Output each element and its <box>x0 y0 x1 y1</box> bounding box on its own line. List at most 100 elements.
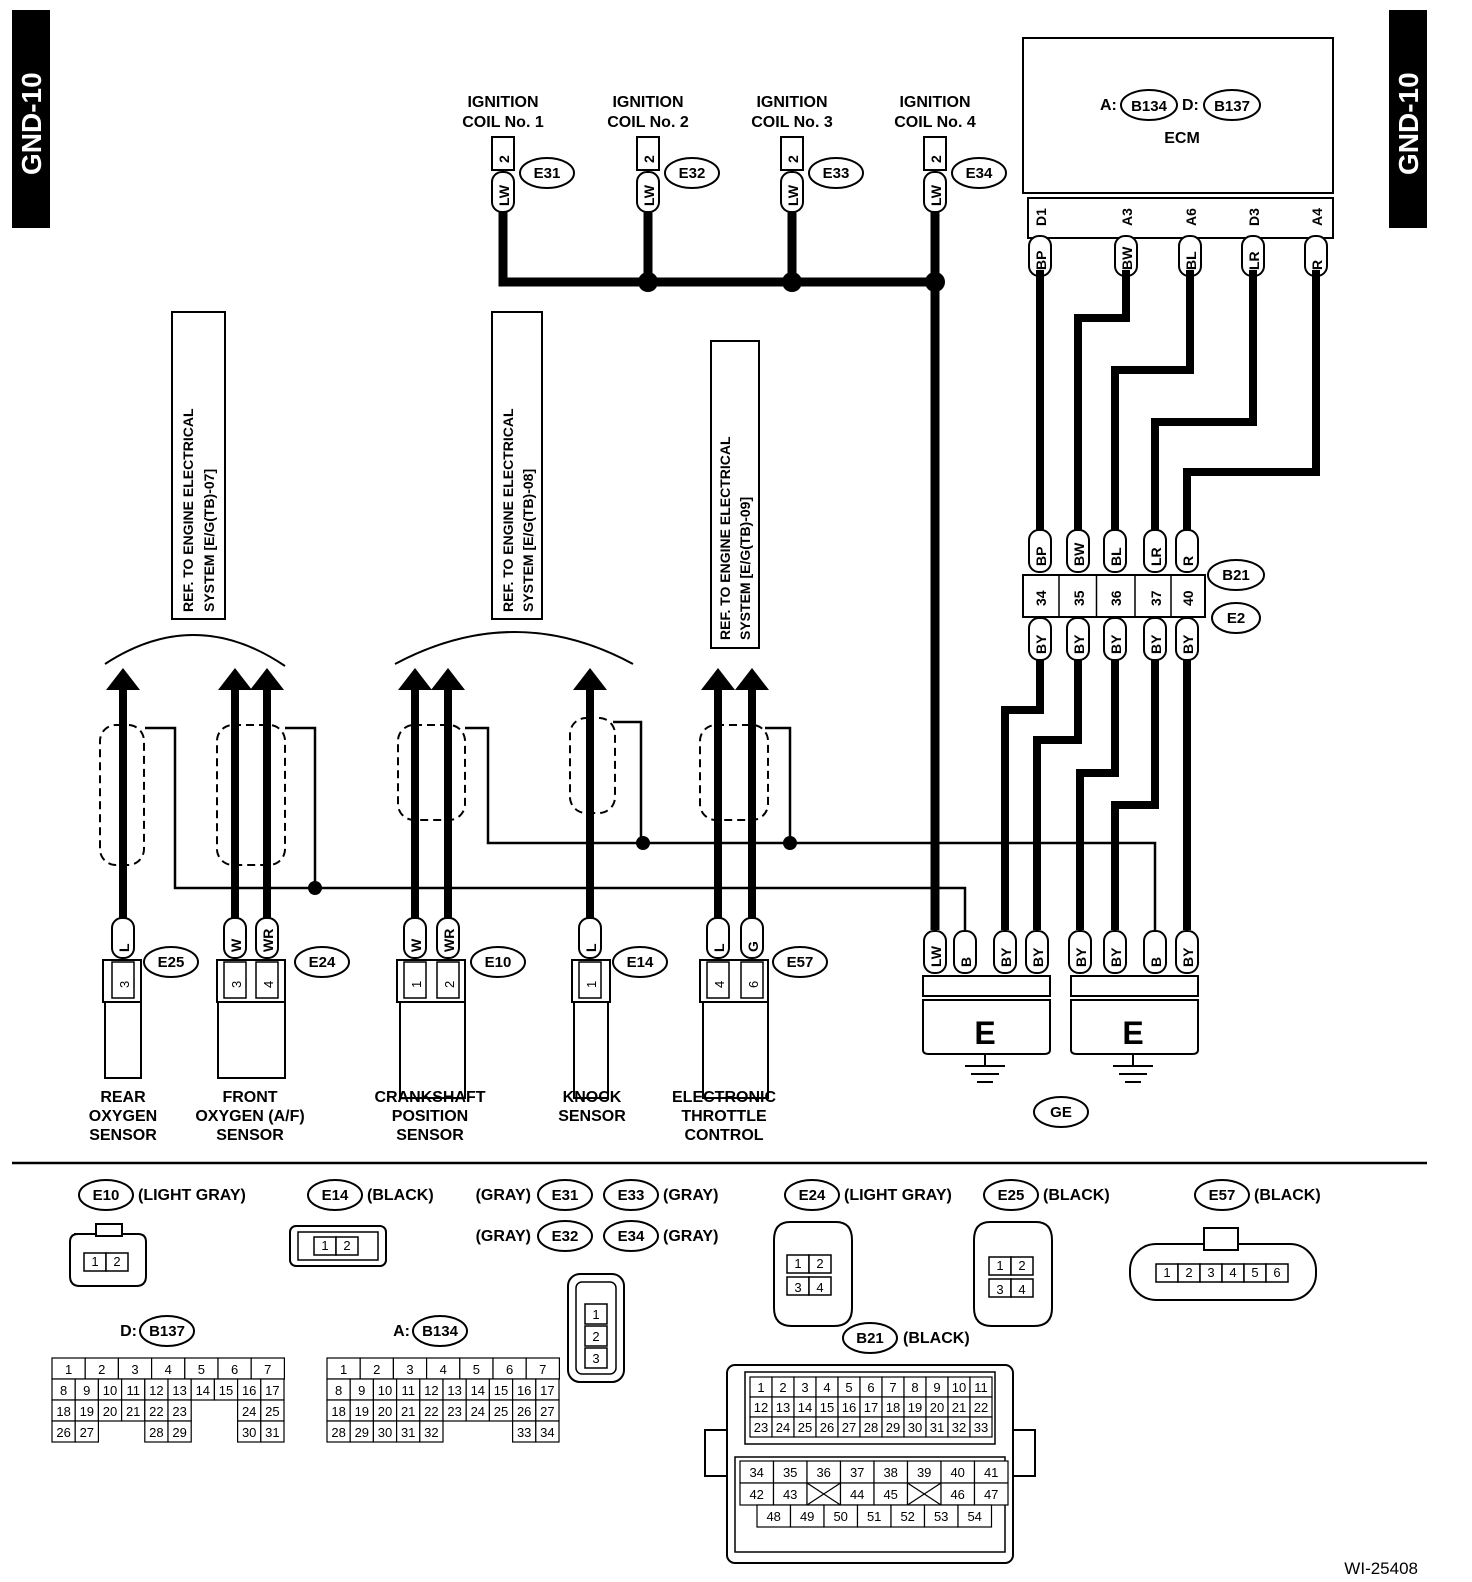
legend-e10-color: (LIGHT GRAY) <box>138 1187 246 1204</box>
pin-cell: 18 <box>331 1404 345 1419</box>
legend-e34-color: (GRAY) <box>663 1228 718 1245</box>
pin-cell: 16 <box>242 1383 256 1398</box>
pin-cell: 2 <box>343 1238 350 1253</box>
pin-cell: 6 <box>231 1362 238 1377</box>
svg-text:COIL No. 2: COIL No. 2 <box>607 114 689 131</box>
legend-e32-color: (GRAY) <box>476 1228 531 1245</box>
pin-cell: 2 <box>1018 1258 1025 1273</box>
ref-box-2: REF. TO ENGINE ELECTRICAL SYSTEM [E/G(TB… <box>491 311 543 620</box>
pin-cell: 24 <box>242 1404 256 1419</box>
junction-top-color: LR <box>1148 547 1164 566</box>
coil-pin: 2 <box>785 155 801 163</box>
pin-cell: 15 <box>219 1383 233 1398</box>
pin-cell: 2 <box>98 1362 105 1377</box>
pin-cell: 48 <box>766 1509 780 1524</box>
pin-cell: 21 <box>401 1404 415 1419</box>
coil-connector: E31 <box>534 165 561 182</box>
pin-cell: 9 <box>83 1383 90 1398</box>
pin-cell: 5 <box>473 1362 480 1377</box>
pin-cell: 1 <box>592 1307 599 1322</box>
ecm-wire-color: BP <box>1033 251 1049 270</box>
pin-cell: 6 <box>867 1380 874 1395</box>
sensor-wire-color: L <box>583 943 599 952</box>
pin-cell: 1 <box>65 1362 72 1377</box>
pin-cell: 11 <box>126 1383 140 1398</box>
ground-wire-color: LW <box>928 945 944 967</box>
svg-text:GND-10: GND-10 <box>16 72 47 175</box>
pin-cell: 35 <box>783 1465 797 1480</box>
pin-cell: 12 <box>424 1383 438 1398</box>
pin-cell: 3 <box>406 1362 413 1377</box>
pin-cell: 26 <box>820 1420 834 1435</box>
pin-cell: 4 <box>165 1362 172 1377</box>
pin-cell: 14 <box>798 1400 812 1415</box>
junction-pin: 34 <box>1033 590 1049 606</box>
pin-cell: 28 <box>149 1425 163 1440</box>
sensor-wire-color: WR <box>441 929 457 952</box>
ground-tag: GE <box>1050 1104 1072 1121</box>
pin-cell: 27 <box>540 1404 554 1419</box>
svg-text:REF. TO ENGINE ELECTRICAL: REF. TO ENGINE ELECTRICAL <box>180 408 196 612</box>
ecm-label: ECM <box>1164 130 1200 147</box>
junction-pin: 36 <box>1108 590 1124 606</box>
pin-cell: 4 <box>1229 1265 1236 1280</box>
sensor-name: POSITION <box>392 1108 468 1125</box>
pin-cell: 1 <box>996 1258 1003 1273</box>
legend-e31: E31 <box>552 1187 579 1204</box>
coil-connector: E33 <box>823 165 850 182</box>
pin-cell: 16 <box>842 1400 856 1415</box>
svg-text:COIL No. 4: COIL No. 4 <box>894 114 976 131</box>
pin-cell: 44 <box>850 1487 864 1502</box>
pin-cell: 2 <box>1185 1265 1192 1280</box>
pin-cell: 13 <box>172 1383 186 1398</box>
coil-pin: 2 <box>928 155 944 163</box>
pin-cell: 39 <box>917 1465 931 1480</box>
svg-text:SYSTEM [E/G(TB)-09]: SYSTEM [E/G(TB)-09] <box>737 497 753 640</box>
pin-cell: 40 <box>950 1465 964 1480</box>
sensor-name: REAR <box>100 1089 146 1106</box>
legend-e25: E25 <box>998 1187 1025 1204</box>
pin-cell: 46 <box>950 1487 964 1502</box>
pin-cell: 4 <box>1018 1282 1025 1297</box>
pin-cell: 8 <box>60 1383 67 1398</box>
pin-cell: 19 <box>355 1404 369 1419</box>
junction-conn-e2: E2 <box>1227 610 1245 627</box>
ecm-conn-a-prefix: A: <box>1100 97 1117 114</box>
legend-e14: E14 <box>322 1187 349 1204</box>
pin-cell: 13 <box>447 1383 461 1398</box>
junction-bottom-color: BY <box>1108 634 1124 654</box>
ecm-terminal: A3 <box>1119 208 1135 226</box>
pin-cell: 43 <box>783 1487 797 1502</box>
pin-cell: 3 <box>592 1351 599 1366</box>
pin-cell: 24 <box>776 1420 790 1435</box>
sensor-name: CRANKSHAFT <box>374 1089 485 1106</box>
svg-text:SYSTEM [E/G(TB)-08]: SYSTEM [E/G(TB)-08] <box>520 469 536 612</box>
sensor-pin: 4 <box>712 981 727 988</box>
sensor-name: SENSOR <box>216 1127 284 1144</box>
legend-grid-id: B137 <box>149 1323 185 1340</box>
pin-cell: 1 <box>757 1380 764 1395</box>
coil-connector: E32 <box>679 165 706 182</box>
pin-cell: 12 <box>149 1383 163 1398</box>
coil-wire-color: LW <box>785 184 801 206</box>
pin-cell: 32 <box>424 1425 438 1440</box>
pin-cell: 36 <box>816 1465 830 1480</box>
sensor-name: ELECTRONIC <box>672 1089 776 1106</box>
ecm-terminal: D3 <box>1246 208 1262 226</box>
pin-cell: 31 <box>265 1425 279 1440</box>
junction-pin: 40 <box>1180 590 1196 606</box>
pin-cell: 5 <box>1251 1265 1258 1280</box>
legend-e57-color: (BLACK) <box>1254 1187 1321 1204</box>
pin-cell: 27 <box>80 1425 94 1440</box>
sensor-wire-color: W <box>408 938 424 952</box>
junction-pin: 37 <box>1148 590 1164 606</box>
pin-cell: 5 <box>845 1380 852 1395</box>
pin-cell: 49 <box>800 1509 814 1524</box>
